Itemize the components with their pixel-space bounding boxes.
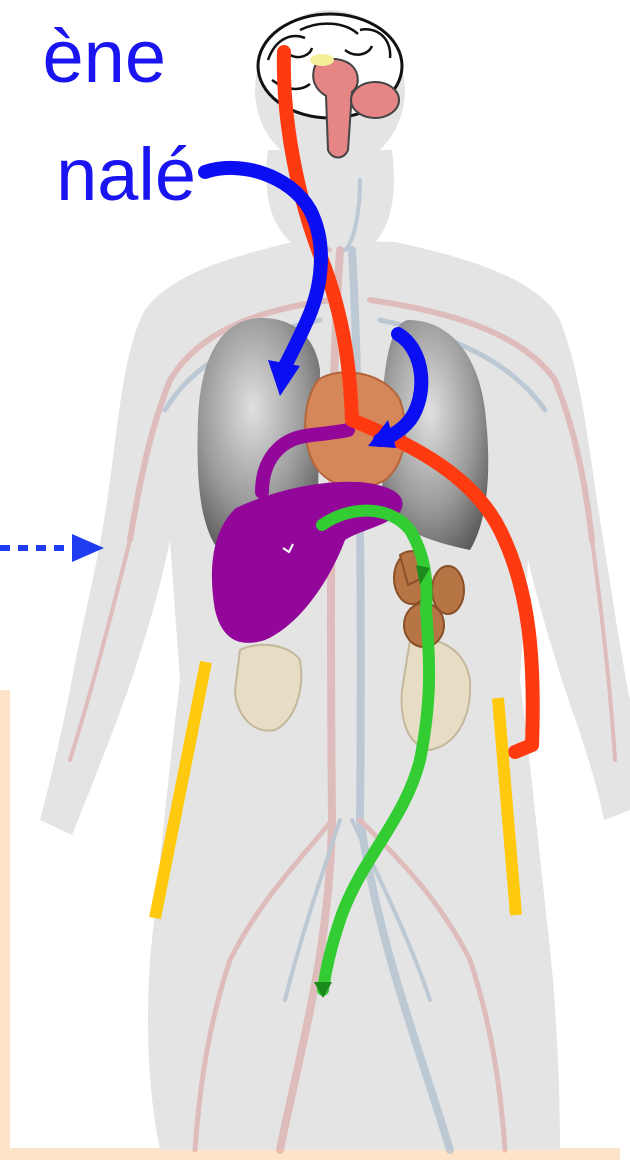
dotted-arrow-icon <box>0 534 104 562</box>
caption-line-1: ène <box>43 20 166 94</box>
caption-line-2: nalé <box>56 138 196 212</box>
